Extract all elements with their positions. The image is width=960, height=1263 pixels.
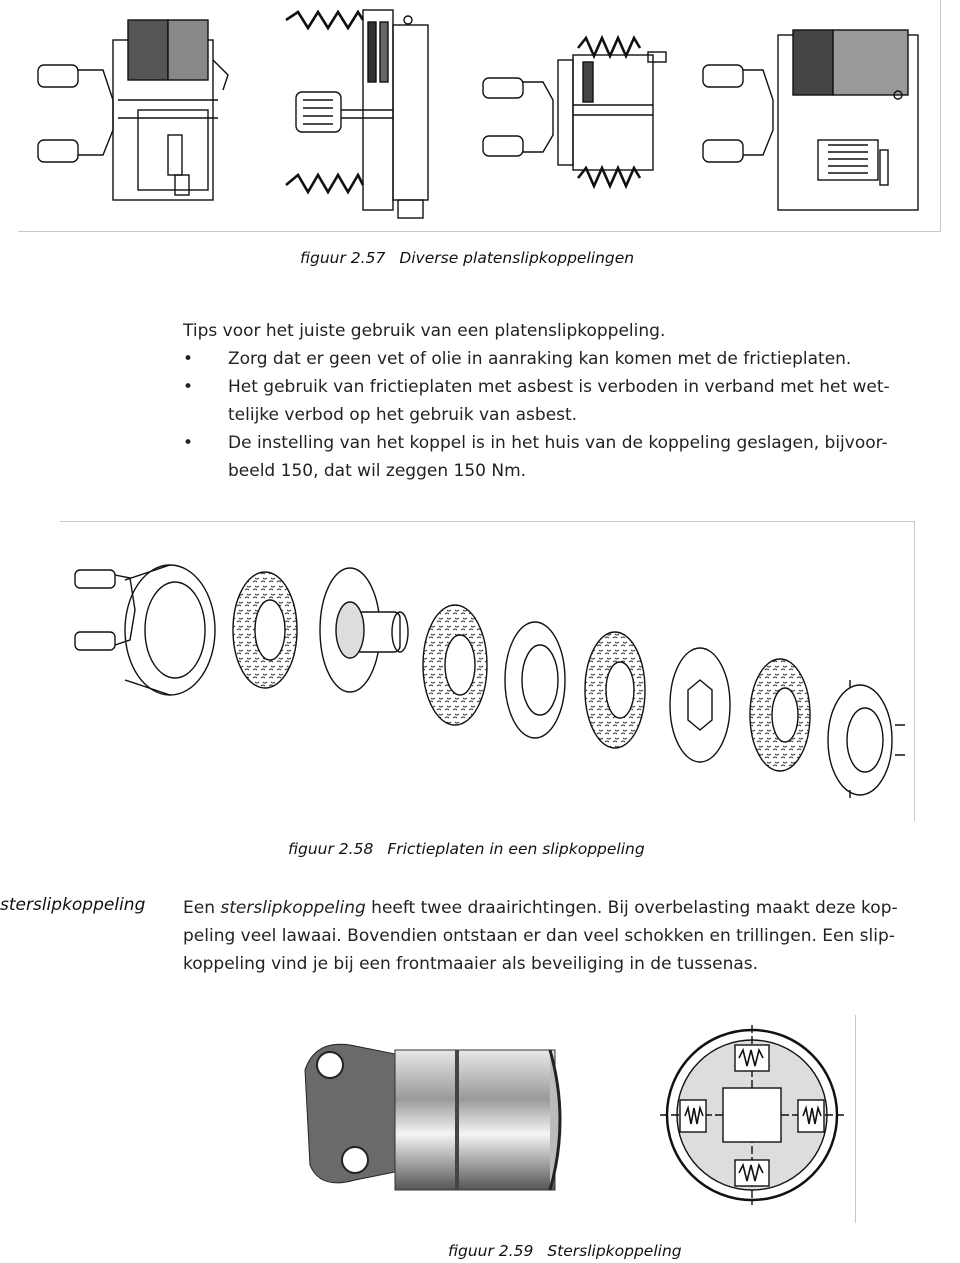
section-paragraph: Een sterslipkoppeling heeft twee draairi…	[183, 894, 953, 978]
figure-frame-top	[60, 521, 915, 522]
figure-2-58-caption: figuur 2.58 Frictieplaten in een slipkopp…	[288, 840, 645, 858]
tips-list: • Zorg dat er geen vet of olie in aanrak…	[183, 345, 943, 485]
pressure-plate	[827, 680, 905, 798]
steel-plate-2	[669, 647, 731, 763]
friction-plate-1	[232, 571, 298, 689]
figure-frame-bottom	[18, 231, 941, 232]
list-item-text-cont: telijke verbod op het gebruik van asbest…	[228, 405, 578, 425]
clutch-hub	[319, 567, 409, 693]
paragraph-term: sterslipkoppeling	[220, 898, 366, 918]
friction-plate-4	[749, 658, 811, 772]
figure-frame-right	[914, 521, 915, 821]
paragraph-line-3: koppeling vind je bij een frontmaaier al…	[183, 954, 759, 974]
figure-2-58-illustration	[74, 564, 905, 798]
paragraph-line-2: peling veel lawaai. Bovendien ontstaan e…	[183, 926, 895, 946]
figure-number: figuur 2.57	[300, 249, 386, 267]
clutch-housing	[74, 564, 216, 696]
margin-heading: sterslipkoppeling	[0, 895, 146, 915]
clutch-drawing-4	[702, 29, 919, 211]
friction-plate-2	[422, 604, 488, 726]
steel-plate-1	[504, 621, 566, 739]
figure-2-57-illustration	[37, 9, 919, 219]
clutch-drawing-1	[37, 19, 229, 201]
tips-intro: Tips voor het juiste gebruik van een pla…	[183, 321, 666, 341]
list-item: • De instelling van het koppel is in het…	[183, 429, 943, 485]
bullet-icon: •	[183, 349, 194, 369]
figure-2-59-cross-section	[660, 1025, 845, 1205]
bullet-icon: •	[183, 433, 194, 453]
clutch-drawing-3	[482, 34, 667, 190]
figure-title: Diverse platenslipkoppelingen	[399, 249, 635, 267]
figure-frame-right	[940, 0, 941, 232]
list-item-text: Het gebruik van frictieplaten met asbest…	[228, 377, 890, 397]
list-item-text: De instelling van het koppel is in het h…	[228, 433, 888, 453]
figure-2-59-caption: figuur 2.59 Sterslipkoppeling	[448, 1242, 682, 1260]
paragraph-rest: heeft twee draairichtingen. Bij overbela…	[365, 898, 898, 918]
figure-2-59-photo	[304, 1043, 562, 1191]
figure-title: Frictieplaten in een slipkoppeling	[387, 840, 645, 858]
list-item: • Zorg dat er geen vet of olie in aanrak…	[183, 345, 943, 373]
figure-number: figuur 2.58	[288, 840, 374, 858]
figure-frame-right	[855, 1015, 856, 1223]
tips-section: Tips voor het juiste gebruik van een pla…	[183, 317, 943, 485]
figure-title: Sterslipkoppeling	[547, 1242, 682, 1260]
list-item: • Het gebruik van frictieplaten met asbe…	[183, 373, 943, 429]
figure-number: figuur 2.59	[448, 1242, 534, 1260]
paragraph-line-1: Een sterslipkoppeling heeft twee draairi…	[183, 894, 953, 922]
friction-plate-3	[584, 631, 646, 749]
list-item-text-cont: beeld 150, dat wil zeggen 150 Nm.	[228, 461, 527, 481]
clutch-drawing-2	[285, 9, 429, 219]
list-item-text: Zorg dat er geen vet of olie in aanrakin…	[228, 349, 852, 369]
figure-2-57-caption: figuur 2.57 Diverse platenslipkoppelingen	[300, 249, 634, 267]
bullet-icon: •	[183, 377, 194, 397]
paragraph-prefix: Een	[183, 898, 221, 918]
